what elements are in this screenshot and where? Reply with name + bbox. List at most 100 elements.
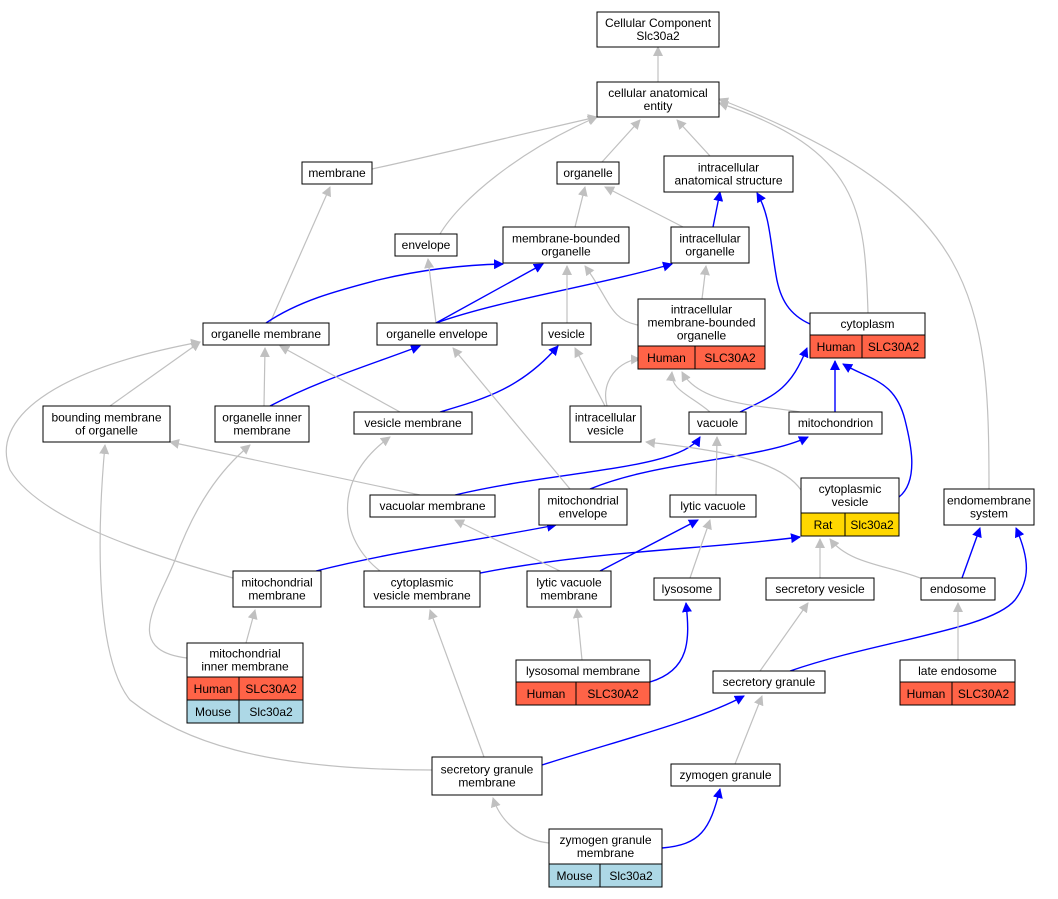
edge-io-to-organelle bbox=[604, 186, 686, 229]
gene-cell bbox=[951, 681, 1016, 706]
node-box bbox=[214, 405, 310, 443]
gene-cell bbox=[238, 699, 304, 724]
node-box bbox=[688, 411, 747, 435]
edge-mim-to-mm bbox=[245, 609, 258, 644]
edge-layer bbox=[5, 46, 1027, 849]
edge-me-to-mito bbox=[589, 436, 809, 490]
node-label-line: organelle bbox=[563, 166, 613, 180]
edge-oe-to-envelope bbox=[424, 258, 437, 324]
node-box bbox=[232, 570, 322, 608]
edge-vm-to-vesicle bbox=[439, 345, 559, 413]
edge-lv-to-vacuole bbox=[711, 436, 722, 496]
edge-mbo-to-organelle bbox=[574, 186, 588, 228]
edge-cvm-to-cv bbox=[479, 533, 801, 574]
species-label: Human bbox=[194, 682, 233, 696]
node-sv[interactable]: secretory vesicle bbox=[765, 577, 875, 601]
node-label-line: of organelle bbox=[75, 424, 138, 438]
species-label: Human bbox=[817, 340, 856, 354]
edge-sgm-to-bmo bbox=[99, 444, 433, 771]
node-label-line: zymogen granule bbox=[679, 768, 771, 782]
node-label-line: membrane bbox=[458, 776, 516, 790]
gene-label: Slc30a2 bbox=[850, 518, 894, 532]
node-box bbox=[538, 488, 628, 526]
gene-label: Slc30a2 bbox=[249, 705, 293, 719]
node-mito[interactable]: mitochondrion bbox=[788, 411, 883, 435]
node-box bbox=[653, 577, 721, 601]
node-label-line: cytoplasmic bbox=[391, 576, 454, 590]
node-label-line: vesicle bbox=[548, 327, 585, 341]
node-membrane[interactable]: membrane bbox=[301, 161, 373, 185]
edge-mim-to-oim bbox=[148, 444, 251, 659]
node-label-line: vesicle membrane bbox=[373, 589, 471, 603]
edge-bmo-to-om bbox=[109, 341, 201, 407]
node-vacm[interactable]: vacuolar membrane bbox=[369, 494, 496, 518]
node-box bbox=[526, 570, 612, 608]
node-label-line: endomembrane bbox=[947, 494, 1031, 508]
gene-label: Slc30a2 bbox=[609, 869, 653, 883]
edge-lvm-to-vacm bbox=[454, 519, 561, 572]
edge-cv-to-iv bbox=[645, 437, 802, 491]
gene-cell bbox=[694, 345, 766, 370]
node-box bbox=[596, 81, 720, 118]
gene-cell bbox=[844, 512, 900, 537]
node-label-line: intracellular bbox=[679, 232, 740, 246]
node-sg[interactable]: secretory granule bbox=[712, 670, 826, 694]
edge-vm-to-om bbox=[279, 345, 401, 413]
node-label-line: entity bbox=[644, 99, 673, 113]
node-lv[interactable]: lytic vacuole bbox=[669, 494, 757, 518]
edge-endosome-to-es bbox=[961, 527, 982, 579]
edge-cytoplasm-to-cae bbox=[718, 101, 869, 314]
node-vacuole[interactable]: vacuole bbox=[688, 411, 747, 435]
gene-cell bbox=[575, 681, 651, 706]
edge-vacuole-to-cytoplasm bbox=[739, 347, 809, 413]
edge-organelle-to-cae bbox=[601, 119, 641, 163]
node-box bbox=[765, 577, 875, 601]
node-imbo[interactable]: intracellularmembrane-boundedorganelleHu… bbox=[637, 298, 766, 370]
node-label-line: vesicle bbox=[587, 424, 624, 438]
node-endosome[interactable]: endosome bbox=[920, 577, 996, 601]
node-envelope[interactable]: envelope bbox=[394, 233, 458, 257]
edge-cv-to-cytoplasm bbox=[842, 363, 913, 498]
node-label-line: vesicle bbox=[832, 495, 869, 509]
node-organelle[interactable]: organelle bbox=[556, 161, 620, 185]
node-box bbox=[541, 322, 592, 346]
species-label: Rat bbox=[814, 518, 833, 532]
node-label-line: secretory granule bbox=[723, 675, 816, 689]
node-lysosome[interactable]: lysosome bbox=[653, 577, 721, 601]
node-oe[interactable]: organelle envelope bbox=[376, 322, 498, 346]
edge-envelope-to-cae bbox=[439, 115, 598, 235]
node-box bbox=[42, 405, 171, 443]
node-label-line: intracellular bbox=[671, 303, 732, 317]
node-box bbox=[670, 226, 750, 264]
node-label-line: mitochondrion bbox=[798, 416, 873, 430]
node-vm[interactable]: vesicle membrane bbox=[353, 411, 473, 435]
edge-lm-to-lysosome bbox=[649, 602, 692, 683]
node-vesicle[interactable]: vesicle bbox=[541, 322, 592, 346]
edge-lysosome-to-lv bbox=[689, 519, 712, 579]
node-zg[interactable]: zymogen granule bbox=[670, 763, 781, 787]
node-label-line: mitochondrial bbox=[209, 647, 280, 661]
node-om[interactable]: organelle membrane bbox=[202, 322, 330, 346]
node-label-line: envelope bbox=[402, 238, 451, 252]
